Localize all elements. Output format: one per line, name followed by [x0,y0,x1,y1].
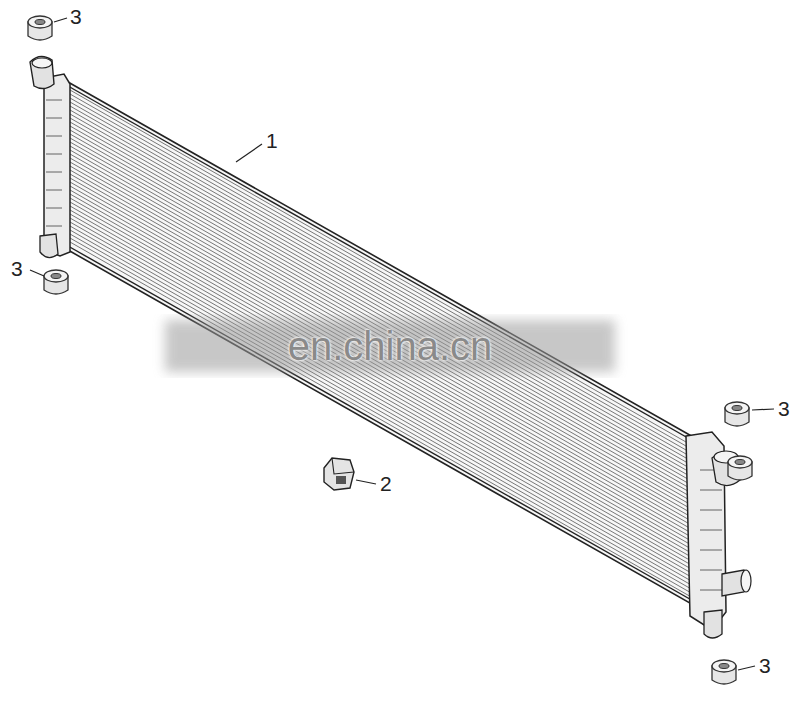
fin-line [70,182,693,538]
left-tank [44,74,70,256]
fin-line [70,102,693,458]
fin-line [70,134,693,490]
fin-line [70,190,693,546]
fin-line [70,194,693,550]
fin-line [70,142,693,498]
fin-line [70,106,693,462]
fin-line [70,242,693,598]
fin-line [70,178,693,534]
callout-number: 3 [778,398,790,419]
callout-number: 1 [266,130,278,151]
radiator-fins [70,90,693,598]
fin-line [70,126,693,482]
grommet [725,402,749,426]
fin-line [70,94,693,450]
watermark-band [165,320,615,372]
fin-line [70,158,693,514]
fin-line [70,150,693,506]
fin-line [70,238,693,594]
fin-line [70,226,693,582]
grommet [44,270,68,294]
grommet [28,16,52,40]
callout-number: 3 [759,655,771,676]
callout-number: 2 [380,473,392,494]
radiator-core [68,82,695,606]
fin-line [70,130,693,486]
fin-line [70,154,693,510]
fin-line [70,118,693,474]
fin-line [70,222,693,578]
fin-line [70,186,693,542]
fin-line [70,146,693,502]
fin-line [70,98,693,454]
fin-line [70,202,693,558]
fin-line [70,90,693,446]
callout-number: 3 [70,6,82,27]
fin-line [70,198,693,554]
fin-line [70,110,693,466]
fin-line [70,234,693,590]
leader-lines [30,18,774,670]
fin-line [70,206,693,562]
fin-line [70,162,693,518]
grommet [728,456,752,480]
fin-line [70,114,693,470]
fin-line [70,170,693,526]
fin-line [70,214,693,570]
clip [324,458,354,490]
grommet [712,660,736,684]
fin-line [70,230,693,586]
watermark: en.china.cn [288,326,493,366]
fin-line [70,166,693,522]
callout-number: 3 [11,258,23,279]
fin-line [70,218,693,574]
fin-line [70,174,693,530]
fin-line [70,138,693,494]
